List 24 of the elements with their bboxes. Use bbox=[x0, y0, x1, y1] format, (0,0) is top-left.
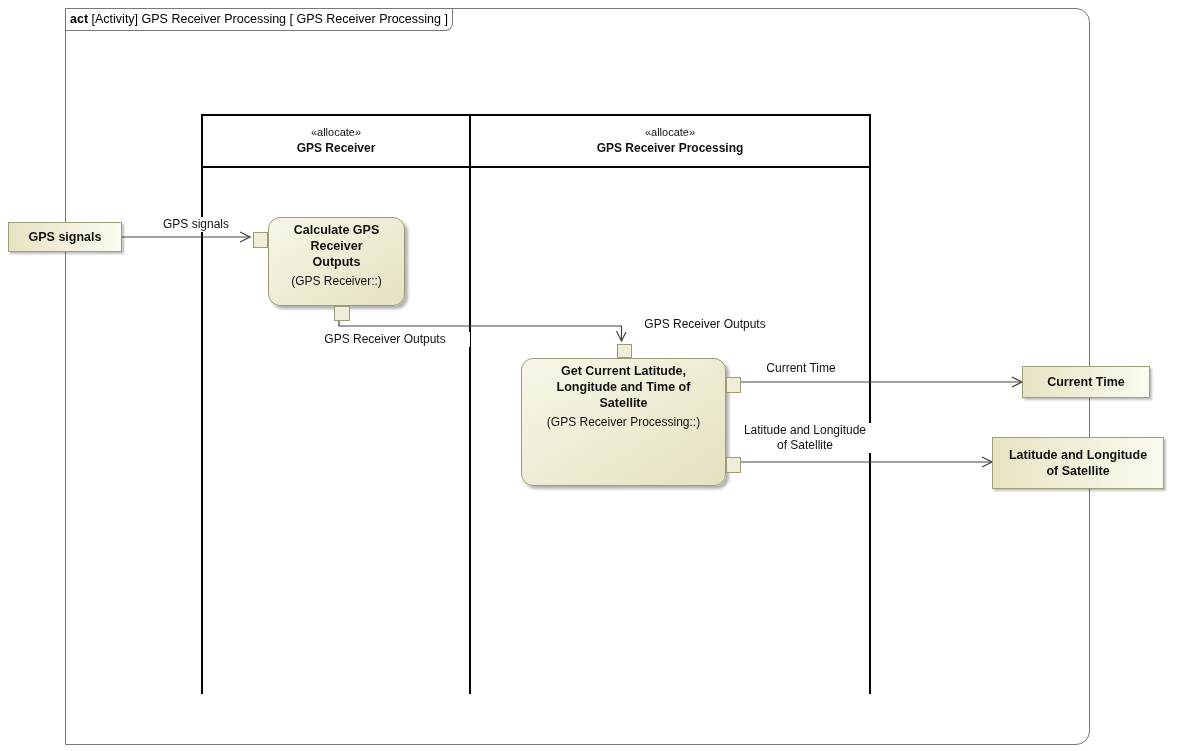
frame-title: act [Activity] GPS Receiver Processing [ GPS Receiver Processing ] bbox=[66, 9, 453, 31]
pin-label: GPS signals bbox=[160, 217, 232, 232]
pin-box bbox=[253, 232, 268, 248]
action-box bbox=[268, 217, 405, 306]
action-owner: (GPS Receiver Processing::) bbox=[546, 414, 701, 430]
pin-box bbox=[726, 377, 741, 393]
action-owner: (GPS Receiver::) bbox=[291, 273, 382, 289]
stereotype-label: «allocate» bbox=[644, 125, 696, 139]
pin-box bbox=[334, 306, 350, 321]
pin-box bbox=[726, 457, 741, 473]
parameter-node bbox=[992, 437, 1164, 489]
pin-box bbox=[617, 344, 632, 358]
object-flow-arrow bbox=[121, 231, 251, 243]
action-title: Get Current Latitude, Longitude and Time of Satellite bbox=[555, 363, 692, 411]
parameter-node bbox=[1022, 366, 1150, 398]
parameter-label: GPS signals bbox=[28, 229, 102, 245]
stereotype-label: «allocate» bbox=[310, 125, 362, 139]
action-box bbox=[521, 358, 726, 486]
action-title: Calculate GPS Receiver Outputs bbox=[292, 222, 381, 270]
parameter-label: Latitude and Longitude of Satellite bbox=[1007, 447, 1149, 479]
swimlane-title: GPS Receiver bbox=[296, 140, 376, 157]
parameter-node bbox=[8, 222, 122, 252]
parameter-label: Current Time bbox=[1047, 374, 1125, 390]
swimlane-title: GPS Receiver Processing bbox=[596, 140, 744, 157]
